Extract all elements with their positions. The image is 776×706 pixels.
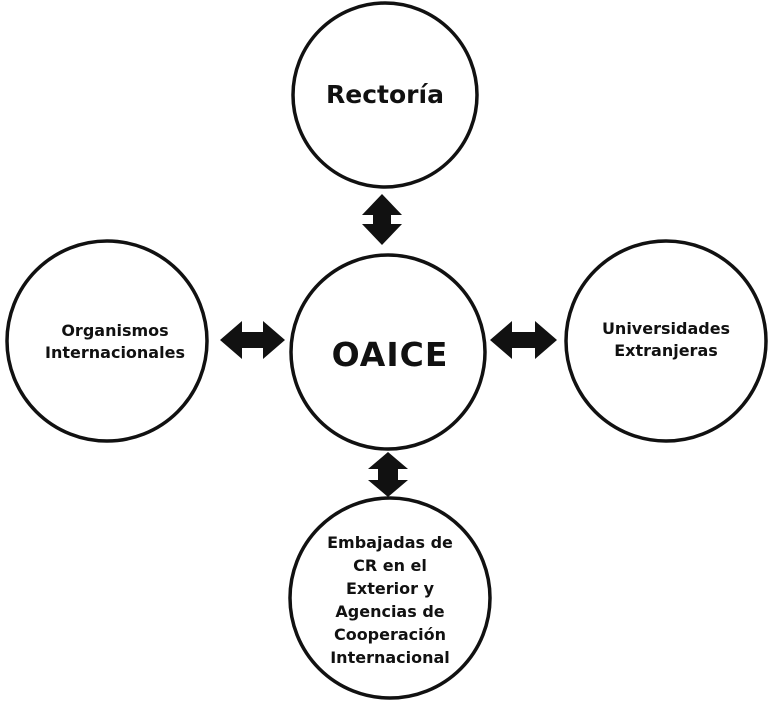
node-bottom-label-line-1: Embajadas de — [327, 533, 453, 552]
node-center-circle — [289, 253, 487, 451]
arrow-left-bidirectional — [220, 321, 285, 359]
node-top-label: Rectoría — [326, 80, 444, 109]
node-center-label: OAICE — [332, 335, 449, 374]
node-right-circle — [564, 239, 768, 443]
node-bottom-circle — [288, 496, 492, 700]
arrow-top-bidirectional — [362, 194, 402, 245]
node-right-label-line-1: Universidades — [602, 319, 730, 338]
node-right-label-line-2: Extranjeras — [614, 341, 718, 360]
node-bottom-label-line-6: Internacional — [330, 648, 450, 667]
arrow-right-bidirectional — [490, 321, 557, 359]
node-bottom-label-line-5: Cooperación — [334, 625, 446, 644]
node-bottom-label-line-3: Exterior y — [346, 579, 435, 598]
node-left-label-line-1: Organismos — [61, 321, 168, 340]
arrow-bottom-bidirectional — [368, 452, 408, 497]
node-left-label-line-2: Internacionales — [45, 343, 185, 362]
node-top-circle — [291, 1, 479, 189]
node-bottom-label-line-4: Agencias de — [335, 602, 444, 621]
node-left-circle — [5, 239, 209, 443]
node-bottom-label-line-2: CR en el — [353, 556, 427, 575]
